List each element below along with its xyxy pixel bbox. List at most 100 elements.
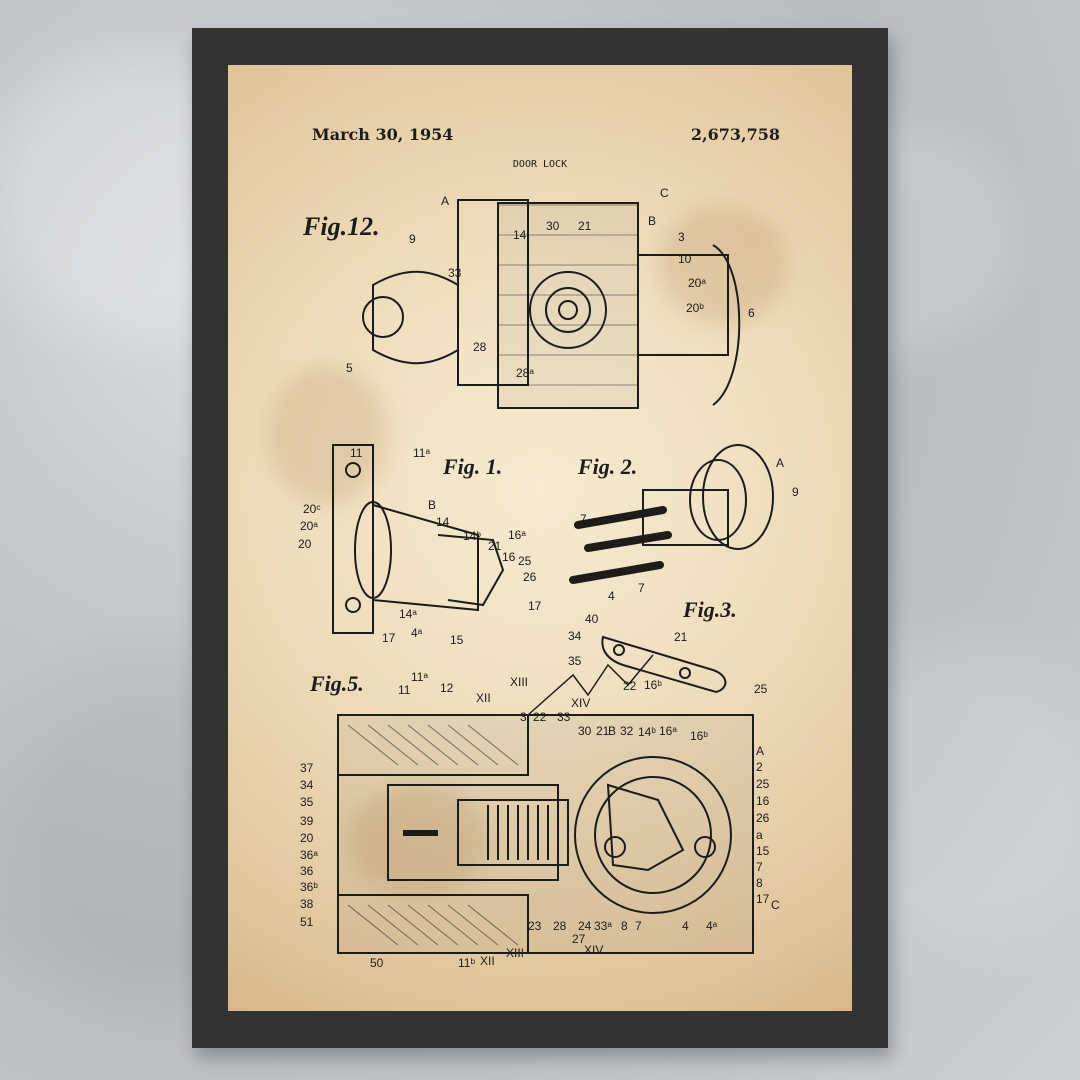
svg-text:28: 28 [473,340,487,354]
svg-text:4ᵃ: 4ᵃ [706,919,718,933]
svg-text:14: 14 [436,515,450,529]
svg-text:20ᶜ: 20ᶜ [303,502,321,516]
figure-12-drawing: Fig.12. 9 33 14 30 21 B [302,186,755,409]
svg-text:11ᵃ: 11ᵃ [411,670,428,684]
svg-text:2: 2 [756,760,763,774]
svg-text:11: 11 [350,446,363,460]
figure-1-drawing: Fig. 1. 11 11ᵃ 20ᶜ 20ᵃ 20 B 14 14ᵇ 21 [298,444,542,647]
svg-text:11ᵇ: 11ᵇ [458,956,475,970]
paper-stain [658,205,788,325]
svg-text:4ᵃ: 4ᵃ [411,626,423,640]
svg-text:20ᵃ: 20ᵃ [688,276,706,290]
svg-text:14ᵇ: 14ᵇ [463,529,481,543]
svg-text:17: 17 [382,631,396,645]
svg-text:4: 4 [608,589,615,603]
svg-text:23: 23 [528,919,542,933]
svg-text:34: 34 [568,629,582,643]
svg-text:50: 50 [370,956,384,970]
svg-text:20ᵇ: 20ᵇ [686,301,704,315]
svg-text:15: 15 [756,844,770,858]
svg-text:C: C [771,898,780,912]
svg-text:38: 38 [300,897,314,911]
figure-3-label: Fig.3. [682,597,737,622]
svg-text:26: 26 [523,570,537,584]
svg-text:11: 11 [398,683,411,697]
svg-text:20ᵃ: 20ᵃ [300,519,318,533]
figure-2-label: Fig. 2. [577,454,637,479]
figure-5-drawing: Fig.5. 11 11ᵃ 12 [300,654,780,970]
svg-text:C: C [660,186,669,200]
svg-text:15: 15 [450,633,464,647]
svg-text:7: 7 [580,512,587,526]
svg-text:a: a [756,828,763,842]
svg-text:16: 16 [756,794,770,808]
svg-text:34: 34 [300,778,314,792]
svg-text:XIII: XIII [506,946,524,960]
svg-text:32: 32 [620,724,634,738]
svg-text:XIV: XIV [571,696,590,710]
svg-text:25: 25 [754,682,768,696]
patent-poster: March 30, 1954 2,673,758 DOOR LOCK Fig.1… [228,65,852,1011]
svg-text:B: B [608,724,616,738]
svg-text:25: 25 [756,777,770,791]
svg-text:37: 37 [300,761,314,775]
svg-text:17: 17 [528,599,542,613]
svg-text:16ᵇ: 16ᵇ [644,678,662,692]
svg-text:XII: XII [476,691,491,705]
svg-text:26: 26 [756,811,770,825]
paper-stain [268,365,388,505]
svg-text:30: 30 [546,219,560,233]
svg-text:22: 22 [533,710,547,724]
svg-text:33: 33 [557,710,571,724]
svg-text:9: 9 [409,232,416,246]
svg-text:36ᵃ: 36ᵃ [300,848,318,862]
figure-12-label: Fig.12. [302,212,380,241]
patent-title: DOOR LOCK [512,159,568,170]
svg-text:7: 7 [635,919,642,933]
svg-text:16: 16 [502,550,516,564]
svg-text:25: 25 [518,554,532,568]
svg-text:36: 36 [300,864,314,878]
svg-text:24: 24 [578,919,592,933]
svg-text:16ᵃ: 16ᵃ [508,528,526,542]
svg-text:B: B [648,214,656,228]
svg-text:27: 27 [572,932,586,946]
svg-text:36ᵇ: 36ᵇ [300,880,318,894]
svg-text:XII: XII [480,954,495,968]
svg-text:21: 21 [578,219,592,233]
svg-text:35: 35 [300,795,314,809]
svg-text:11ᵃ: 11ᵃ [413,446,430,460]
svg-text:XIV: XIV [584,943,603,957]
svg-text:28ᵃ: 28ᵃ [516,366,534,380]
svg-text:21: 21 [488,539,502,553]
svg-text:A: A [776,456,784,470]
svg-text:20: 20 [300,831,314,845]
paper-stain [348,785,488,895]
svg-text:5: 5 [346,361,353,375]
patent-drawing: Fig.12. 9 33 14 30 21 B [298,186,799,970]
svg-text:35: 35 [568,654,582,668]
svg-text:9: 9 [792,485,799,499]
patent-number: 2,673,758 [690,125,780,144]
picture-frame: March 30, 1954 2,673,758 DOOR LOCK Fig.1… [192,28,888,1048]
svg-text:39: 39 [300,814,314,828]
svg-text:17: 17 [756,892,770,906]
svg-text:51: 51 [300,915,314,929]
svg-text:28: 28 [553,919,567,933]
svg-text:7: 7 [638,581,645,595]
svg-text:A: A [441,194,449,208]
svg-text:16ᵃ: 16ᵃ [659,724,677,738]
svg-text:16ᵇ: 16ᵇ [690,729,708,743]
patent-date: March 30, 1954 [312,125,454,144]
svg-text:14: 14 [513,228,527,242]
figure-5-label: Fig.5. [309,671,364,696]
svg-text:7: 7 [756,860,763,874]
svg-text:3: 3 [520,710,527,724]
svg-text:12: 12 [440,681,454,695]
svg-text:8: 8 [756,876,763,890]
svg-text:4: 4 [682,919,689,933]
svg-text:A: A [756,744,764,758]
svg-text:3: 3 [678,230,685,244]
svg-text:30: 30 [578,724,592,738]
svg-text:B: B [428,498,436,512]
